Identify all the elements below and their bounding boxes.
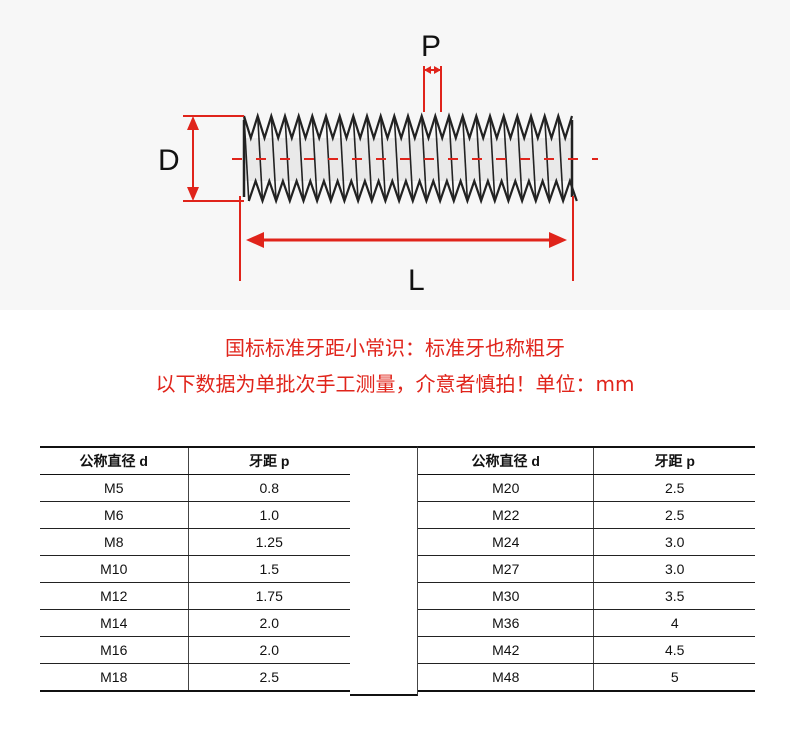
header-diameter: 公称直径 d [418, 446, 595, 475]
d-arrow-bottom [187, 187, 199, 201]
pitch-cell: 3.5 [593, 582, 755, 610]
pitch-cell: 3.0 [593, 555, 755, 583]
table-header-row: 公称直径 d 牙距 p [418, 446, 755, 475]
d-label: D [158, 144, 180, 177]
p-label: P [421, 30, 441, 63]
thread-flank [502, 115, 510, 202]
header-diameter: 公称直径 d [40, 446, 189, 475]
diameter-cell: M30 [418, 582, 595, 610]
table-header-row: 公称直径 d 牙距 p [40, 446, 350, 475]
thread-flank [338, 115, 346, 202]
pitch-cell: 1.75 [188, 582, 350, 610]
pitch-cell: 2.0 [188, 636, 350, 664]
thread-flank [311, 115, 318, 202]
pitch-cell: 1.5 [188, 555, 350, 583]
thread-flank [489, 115, 496, 202]
pitch-cell: 4.5 [593, 636, 755, 664]
diameter-cell: M5 [40, 474, 189, 502]
table-divider [350, 446, 418, 696]
notes: 国标标准牙距小常识：标准牙也称粗牙 以下数据为单批次手工测量，介意者慎拍！单位：… [0, 330, 790, 402]
header-pitch: 牙距 p [188, 446, 350, 475]
thread-flank [366, 115, 373, 202]
diameter-cell: M36 [418, 609, 595, 637]
diameter-cell: M6 [40, 501, 189, 529]
pitch-cell: 0.8 [188, 474, 350, 502]
pitch-cell: 2.0 [188, 609, 350, 637]
diameter-cell: M42 [418, 636, 595, 664]
pitch-cell: 3.0 [593, 528, 755, 556]
header-pitch: 牙距 p [593, 446, 755, 475]
pitch-cell: 1.0 [188, 501, 350, 529]
diameter-cell: M20 [418, 474, 595, 502]
pitch-cell: 1.25 [188, 528, 350, 556]
thread-flank [434, 115, 441, 202]
diameter-cell: M8 [40, 528, 189, 556]
pitch-cell: 4 [593, 609, 755, 637]
p-arrow-left [424, 66, 431, 74]
thread-flank [516, 115, 523, 202]
diameter-cell: M24 [418, 528, 595, 556]
diameter-cell: M48 [418, 663, 595, 692]
diameter-cell: M12 [40, 582, 189, 610]
thread-flank [461, 115, 469, 202]
diameter-cell: M16 [40, 636, 189, 664]
note-line-2: 以下数据为单批次手工测量，介意者慎拍！单位：mm [155, 372, 635, 396]
threaded-rod-diagram: D P L [158, 30, 598, 297]
d-arrow-top [187, 116, 199, 130]
p-arrow-right [434, 66, 441, 74]
thread-flank [557, 115, 564, 202]
thread-flank [297, 115, 305, 202]
diameter-cell: M27 [418, 555, 595, 583]
thread-flank [393, 115, 400, 202]
l-arrow-left [246, 232, 264, 248]
diameter-cell: M14 [40, 609, 189, 637]
pitch-cell: 2.5 [593, 474, 755, 502]
thread-flank [530, 115, 537, 202]
pitch-cell: 2.5 [188, 663, 350, 692]
l-arrow-right [549, 232, 567, 248]
diameter-cell: M22 [418, 501, 595, 529]
l-label: L [408, 264, 425, 297]
note-line-1: 国标标准牙距小常识：标准牙也称粗牙 [225, 336, 565, 360]
pitch-cell: 5 [593, 663, 755, 692]
diameter-cell: M10 [40, 555, 189, 583]
diameter-cell: M18 [40, 663, 189, 692]
thread-flank [407, 115, 414, 202]
thread-flank [270, 115, 277, 202]
pitch-cell: 2.5 [593, 501, 755, 529]
